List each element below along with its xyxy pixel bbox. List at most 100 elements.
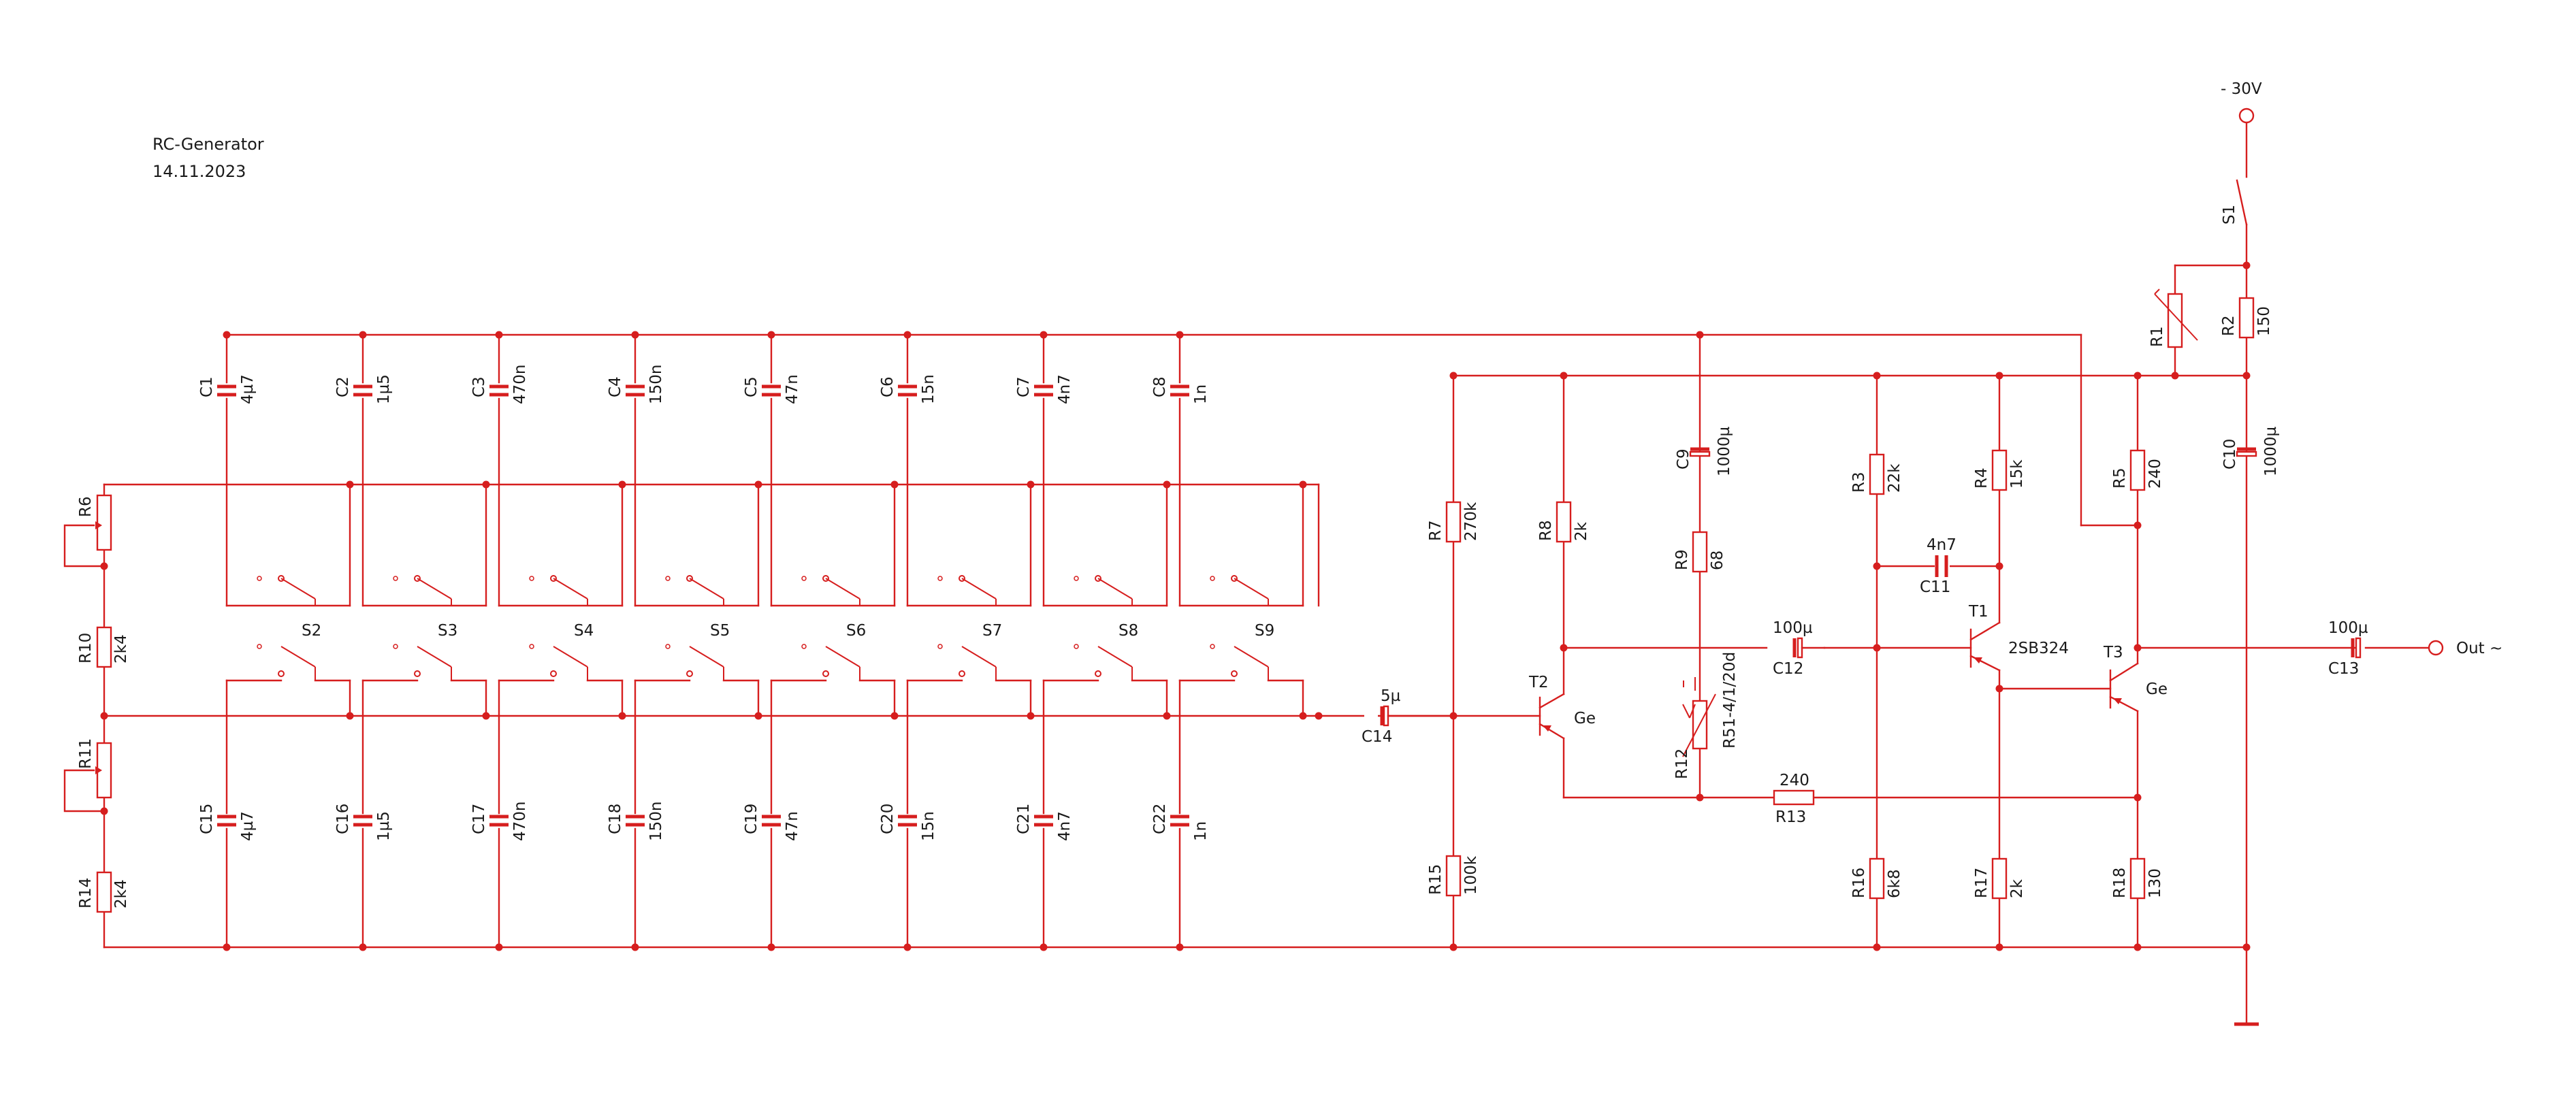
junction-dot: [767, 331, 775, 339]
junction-dot: [100, 712, 108, 720]
output-terminal: [2428, 640, 2444, 656]
C13-ref: C13: [2328, 660, 2359, 678]
resistor-R3: [1869, 453, 1885, 495]
junction-dot: [754, 480, 762, 489]
R1-ref: R1: [2148, 326, 2166, 347]
R15-value: 100k: [1462, 855, 1480, 895]
switch-ref: S6: [846, 622, 866, 640]
R2-value: 150: [2255, 306, 2273, 336]
C12-value: 100µ: [1773, 619, 1813, 637]
junction-dot: [890, 480, 899, 489]
supply-label: - 30V: [2221, 80, 2262, 98]
junction-dot: [1027, 480, 1035, 489]
switch-ref: S5: [710, 622, 730, 640]
cap-top-value: 1n: [1192, 384, 1210, 404]
cap-top-value: 15n: [920, 374, 937, 404]
junction-dot: [618, 480, 626, 489]
cap-bottom-ref: C15: [198, 804, 216, 834]
cap-bottom-value: 4µ7: [239, 811, 257, 841]
R2-ref: R2: [2220, 315, 2238, 336]
cap-bottom-value: 4n7: [1056, 811, 1074, 841]
C10-ref: C10: [2221, 439, 2239, 470]
resistor-R5: [2129, 449, 2146, 491]
cap-top-ref: C7: [1015, 376, 1033, 397]
junction-dot: [1163, 480, 1171, 489]
junction-dot: [2134, 943, 2142, 951]
junction-dot: [1299, 480, 1307, 489]
junction-dot: [495, 943, 503, 951]
junction-dot: [631, 943, 639, 951]
junction-dot: [223, 331, 231, 339]
R10-value: 2k4: [112, 634, 130, 663]
R14-ref: R14: [77, 878, 95, 908]
junction-dot: [2242, 372, 2251, 380]
resistor-R7: [1445, 501, 1462, 543]
R16-ref: R16: [1850, 868, 1868, 898]
cap-bottom-ref: C22: [1151, 804, 1169, 834]
T3-type: Ge: [2146, 680, 2168, 698]
junction-dot: [1315, 712, 1323, 720]
C10-value: 1000µ: [2262, 426, 2280, 476]
junction-dot: [1176, 943, 1184, 951]
junction-dot: [2134, 644, 2142, 652]
cap-bottom-value: 470n: [511, 802, 529, 841]
junction-dot: [495, 331, 503, 339]
cap-bottom-ref: C19: [743, 804, 760, 834]
junction-dot: [482, 712, 490, 720]
cap-top-value: 470n: [511, 365, 529, 404]
junction-dot: [2242, 943, 2251, 951]
junction-dot: [1995, 943, 2003, 951]
transistor-T3: [2109, 662, 2139, 712]
junction-dot: [359, 943, 367, 951]
cap-top-value: 4n7: [1056, 374, 1074, 404]
junction-dot: [903, 331, 912, 339]
resistor-R14: [96, 871, 112, 913]
junction-dot: [1163, 712, 1171, 720]
cap-bottom-ref: C16: [334, 804, 352, 834]
R3-ref: R3: [1850, 472, 1868, 493]
junction-dot: [2242, 261, 2251, 269]
R5-ref: R5: [2111, 467, 2129, 489]
junction-dot: [1040, 331, 1048, 339]
cap-top-ref: C3: [470, 376, 488, 397]
T3-ref: T3: [2103, 644, 2123, 661]
cap-bottom-value: 15n: [920, 811, 937, 841]
junction-dot: [1299, 712, 1307, 720]
junction-dot: [346, 712, 354, 720]
cap-top-ref: C1: [198, 376, 216, 397]
R4-ref: R4: [1973, 467, 1991, 489]
schematic-date: 14.11.2023: [152, 162, 246, 181]
junction-dot: [1873, 943, 1881, 951]
resistor-R17: [1991, 857, 2008, 900]
T1-type: 2SB324: [2008, 640, 2069, 657]
junction-dot: [1449, 943, 1458, 951]
R4-value: 15k: [2008, 459, 2026, 489]
R9-ref: R9: [1673, 549, 1691, 570]
C11-value: 4n7: [1927, 536, 1957, 554]
junction-dot: [2134, 521, 2142, 529]
R18-ref: R18: [2111, 868, 2129, 898]
cap-bottom-ref: C17: [470, 804, 488, 834]
junction-dot: [1873, 562, 1881, 570]
junction-dot: [1995, 372, 2003, 380]
C13-value: 100µ: [2328, 619, 2368, 637]
switch-S1: [2236, 179, 2248, 226]
R14-value: 2k4: [112, 879, 130, 908]
junction-dot: [1027, 712, 1035, 720]
potentiometer-R1: [2167, 293, 2183, 348]
C14-ref: C14: [1362, 728, 1392, 746]
C9-ref: C9: [1675, 448, 1692, 470]
cap-top-ref: C8: [1151, 376, 1169, 397]
supply-terminal: [2238, 108, 2255, 124]
cap-top-ref: C6: [879, 376, 897, 397]
R13-ref: R13: [1775, 808, 1806, 826]
